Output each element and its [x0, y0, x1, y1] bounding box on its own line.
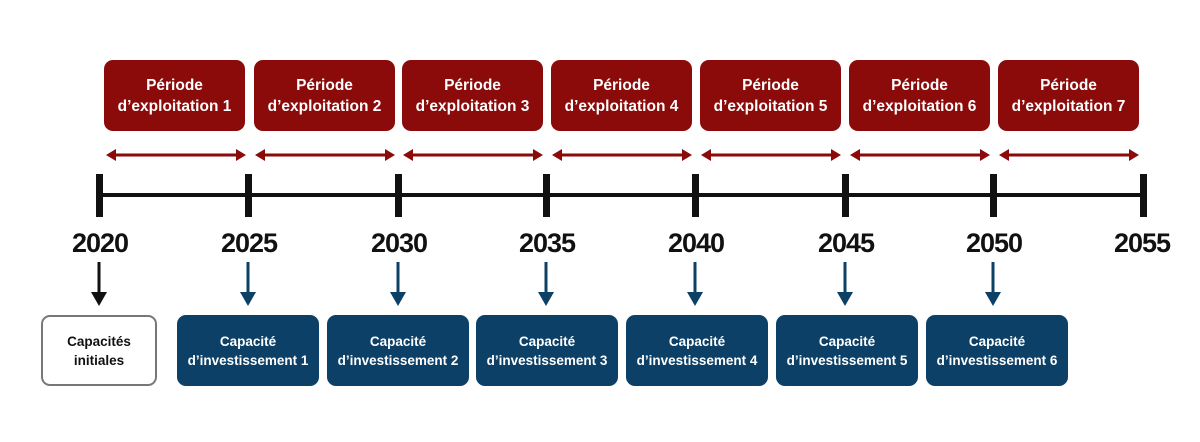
down-arrow-icon: [985, 262, 1001, 306]
capacity-label: Capacité: [219, 333, 277, 349]
double-arrow-icon: [850, 149, 990, 161]
timeline-tick: [1140, 174, 1147, 217]
investment-capacity-box-2: Capacité d’investissement 2: [327, 315, 469, 386]
period-label: Période: [444, 76, 501, 94]
period-box-3: Période d’exploitation 3: [402, 60, 543, 131]
year-label: 2030: [370, 228, 428, 258]
period-label: d’exploitation 1: [117, 97, 232, 115]
period-box-2: Période d’exploitation 2: [254, 60, 395, 131]
capacity-label: d’investissement 1: [187, 352, 309, 368]
down-arrow-icon: [91, 262, 107, 306]
period-box-6: Période d’exploitation 6: [849, 60, 990, 131]
period-label: Période: [296, 76, 353, 94]
timeline-axis: [99, 193, 1144, 197]
capacity-label: Capacité: [518, 333, 576, 349]
timeline-tick: [543, 174, 550, 217]
capacity-label: initiales: [73, 352, 125, 368]
period-label: d’exploitation 2: [267, 97, 382, 115]
period-label: d’exploitation 6: [862, 97, 977, 115]
double-arrow-icon: [552, 149, 692, 161]
down-arrow-icon: [837, 262, 853, 306]
down-arrow-icon: [687, 262, 703, 306]
initial-capacity-box: Capacités initiales: [41, 315, 157, 386]
down-arrow-icon: [390, 262, 406, 306]
year-label: 2020: [71, 228, 129, 258]
year-label: 2035: [518, 228, 576, 258]
capacity-label: d’investissement 5: [786, 352, 908, 368]
timeline-tick: [245, 174, 252, 217]
period-label: Période: [593, 76, 650, 94]
capacity-label: d’investissement 4: [636, 352, 758, 368]
period-box-4: Période d’exploitation 4: [551, 60, 692, 131]
year-label: 2025: [220, 228, 278, 258]
down-arrow-icon: [240, 262, 256, 306]
capacity-label: Capacité: [968, 333, 1026, 349]
period-label: Période: [742, 76, 799, 94]
double-arrow-icon: [255, 149, 395, 161]
investment-capacity-box-5: Capacité d’investissement 5: [776, 315, 918, 386]
period-label: d’exploitation 3: [415, 97, 530, 115]
period-label: Période: [891, 76, 948, 94]
year-label: 2050: [965, 228, 1023, 258]
timeline-tick: [96, 174, 103, 217]
capacity-label: Capacité: [818, 333, 876, 349]
timeline-tick: [692, 174, 699, 217]
capacity-label: Capacité: [668, 333, 726, 349]
period-label: Période: [146, 76, 203, 94]
timeline-tick: [395, 174, 402, 217]
period-box-1: Période d’exploitation 1: [104, 60, 245, 131]
investment-capacity-box-4: Capacité d’investissement 4: [626, 315, 768, 386]
period-label: d’exploitation 5: [713, 97, 828, 115]
investment-capacity-box-1: Capacité d’investissement 1: [177, 315, 319, 386]
period-label: Période: [1040, 76, 1097, 94]
capacity-label: d’investissement 2: [337, 352, 459, 368]
timeline-tick: [990, 174, 997, 217]
year-label: 2055: [1113, 228, 1171, 258]
capacity-label: d’investissement 3: [486, 352, 608, 368]
year-label: 2045: [817, 228, 875, 258]
double-arrow-icon: [106, 149, 246, 161]
period-label: d’exploitation 4: [564, 97, 679, 115]
capacity-label: Capacité: [369, 333, 427, 349]
double-arrow-icon: [701, 149, 841, 161]
period-box-7: Période d’exploitation 7: [998, 60, 1139, 131]
down-arrow-icon: [538, 262, 554, 306]
investment-capacity-box-6: Capacité d’investissement 6: [926, 315, 1068, 386]
timeline-tick: [842, 174, 849, 217]
period-label: d’exploitation 7: [1011, 97, 1126, 115]
double-arrow-icon: [403, 149, 543, 161]
capacity-label: d’investissement 6: [936, 352, 1058, 368]
double-arrow-icon: [999, 149, 1139, 161]
investment-capacity-box-3: Capacité d’investissement 3: [476, 315, 618, 386]
year-label: 2040: [667, 228, 725, 258]
period-box-5: Période d’exploitation 5: [700, 60, 841, 131]
capacity-label: Capacités: [67, 333, 131, 349]
